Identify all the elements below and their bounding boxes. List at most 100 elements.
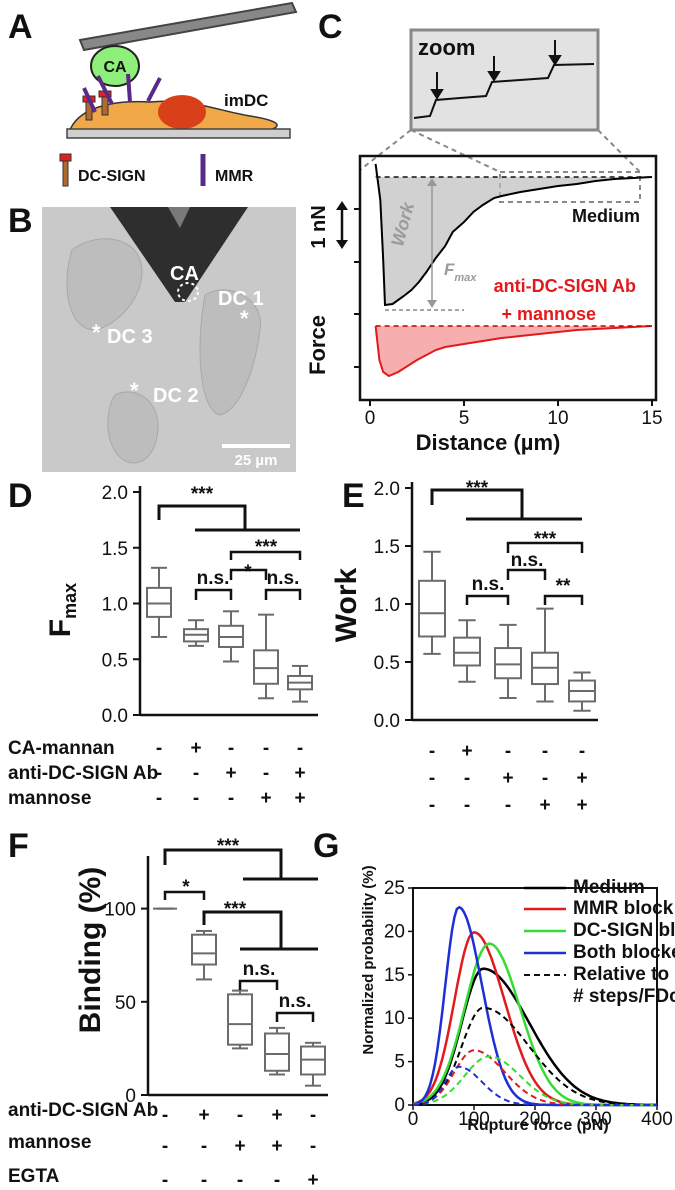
panel-f-significance-bracket: *** [163,836,318,881]
zoom-inset [409,28,600,132]
bracket-line [275,1011,315,1022]
legend-dc-sign-label: DC-SIGN [78,168,146,185]
panel-e-significance-bracket: n.s. [465,574,510,605]
bracket-line [163,848,318,881]
panel-f-condition-sign: + [307,1170,318,1190]
panel-d-condition-sign: + [225,763,236,784]
bracket-line [465,594,510,605]
panel-b-letter: B [8,202,33,240]
panel-e-ytick-label: 0.5 [374,653,400,674]
panel-e-significance-bracket: n.s. [506,550,547,580]
panel-e-ytick-label: 0.0 [374,711,400,732]
box-iqr [264,1032,290,1072]
f-cond-label-3: EGTA [8,1166,60,1187]
panel-e-letter: E [342,477,365,515]
panel-e-condition-sign: - [464,768,470,789]
panel-e-condition-sign: - [505,795,511,816]
panel-d-condition-sign: - [228,738,234,759]
f-cond-label-2: mannose [8,1132,91,1153]
legend-label: Medium [573,877,645,898]
panel-e-box-4 [531,607,559,703]
significance-label: ** [556,576,571,597]
c-xtick-label: 15 [641,408,662,429]
legend-mmr-label: MMR [215,168,254,185]
significance-label: n.s. [197,568,230,589]
panel-e-condition-sign: - [579,741,585,762]
legend-mmr: MMR [200,154,254,186]
panel-e-condition-sign: + [461,741,472,762]
ca-label: CA [170,263,199,285]
panel-f-significance-bracket: n.s. [238,959,279,990]
panel-d-letter: D [8,477,33,515]
d-cond-label-2: anti-DC-SIGN Ab [8,763,158,784]
panel-e-significance-bracket: ** [543,576,584,605]
panel-e-ytick-label: 1.0 [374,595,400,616]
panel-d-condition-sign: - [156,788,162,809]
bracket-line [229,550,302,560]
bracket-line [163,890,206,900]
cell-dc1 [199,289,261,416]
panel-e-condition-sign: - [542,768,548,789]
box-iqr [418,579,446,638]
panel-d-box-4 [253,613,279,700]
panel-f-ylabel: Binding (%) [74,867,107,1034]
g-ytick-label: 15 [384,965,405,986]
panel-g-ylabel: Normalized probability (%) [360,865,377,1054]
significance-label: *** [217,836,240,857]
panel-d-condition-sign: - [228,788,234,809]
panel-a-letter: A [8,8,33,46]
panel-c-frame [358,154,658,402]
dc2-marker: * [130,378,139,403]
panel-e-ytick-label: 1.5 [374,537,400,558]
panel-d-chart: 0.00.51.01.52.0-+-----+-+---++***n.s.***… [102,483,318,809]
panel-f-box-2 [191,929,217,981]
panel-d-ytick-label: 0.5 [102,650,128,671]
significance-label: *** [255,537,278,558]
panel-f-ytick-label: 100 [104,900,136,921]
bracket-line [543,594,584,605]
panel-e-box-1 [418,550,446,655]
panel-e-condition-sign: + [502,768,513,789]
d-cond-label-1: CA-mannan [8,738,115,759]
panel-e-condition-sign: - [542,741,548,762]
treated-trace [374,325,653,378]
legend-label: Both blocked [573,942,675,963]
box-iqr [227,993,253,1046]
ca-cell-label: CA [103,59,127,76]
panel-f-significance-bracket: * [163,877,206,900]
dashed-series-line [412,1055,657,1106]
panel-e-box-2 [453,619,481,683]
cantilever-tip [110,207,248,302]
panel-e-condition-sign: + [539,795,550,816]
panel-e-chart: 0.00.51.01.52.0-+-----+-+---++***n.s.n.s… [374,478,598,816]
bracket-line [506,541,584,553]
c-xtick-label: 0 [365,408,376,429]
significance-label: *** [534,529,557,550]
panel-f-box-4 [264,1026,290,1076]
dashed-series-line [412,1065,657,1106]
panel-c-letter: C [318,8,343,46]
f-cond-label-1: anti-DC-SIGN Ab [8,1100,158,1121]
panel-f-condition-sign: - [201,1170,207,1190]
panel-e-condition-sign: - [429,795,435,816]
panel-d-ylabel: Fmax [44,583,80,637]
panel-f-significance-bracket: *** [202,899,318,951]
panel-d-condition-sign: - [297,738,303,759]
panel-c-xlabel: Distance (µm) [416,430,561,455]
zoom-arrows [430,40,562,100]
g-ytick-label: 25 [384,878,405,899]
panel-f-condition-sign: + [198,1105,209,1126]
panel-d-condition-sign: + [294,763,305,784]
dashed-series-line [412,1049,657,1106]
panel-d-condition-sign: - [263,738,269,759]
bracket-line [506,568,547,580]
panel-f-condition-sign: + [271,1136,282,1157]
panel-e-box-3 [494,623,522,699]
box-iqr [494,647,522,680]
panel-d-condition-sign: - [263,763,269,784]
g-ytick-label: 0 [394,1095,405,1116]
panel-d-significance-bracket: *** [229,537,302,560]
nucleus [158,95,206,129]
panel-d-significance-bracket: n.s. [264,568,302,600]
significance-label: * [244,562,252,583]
